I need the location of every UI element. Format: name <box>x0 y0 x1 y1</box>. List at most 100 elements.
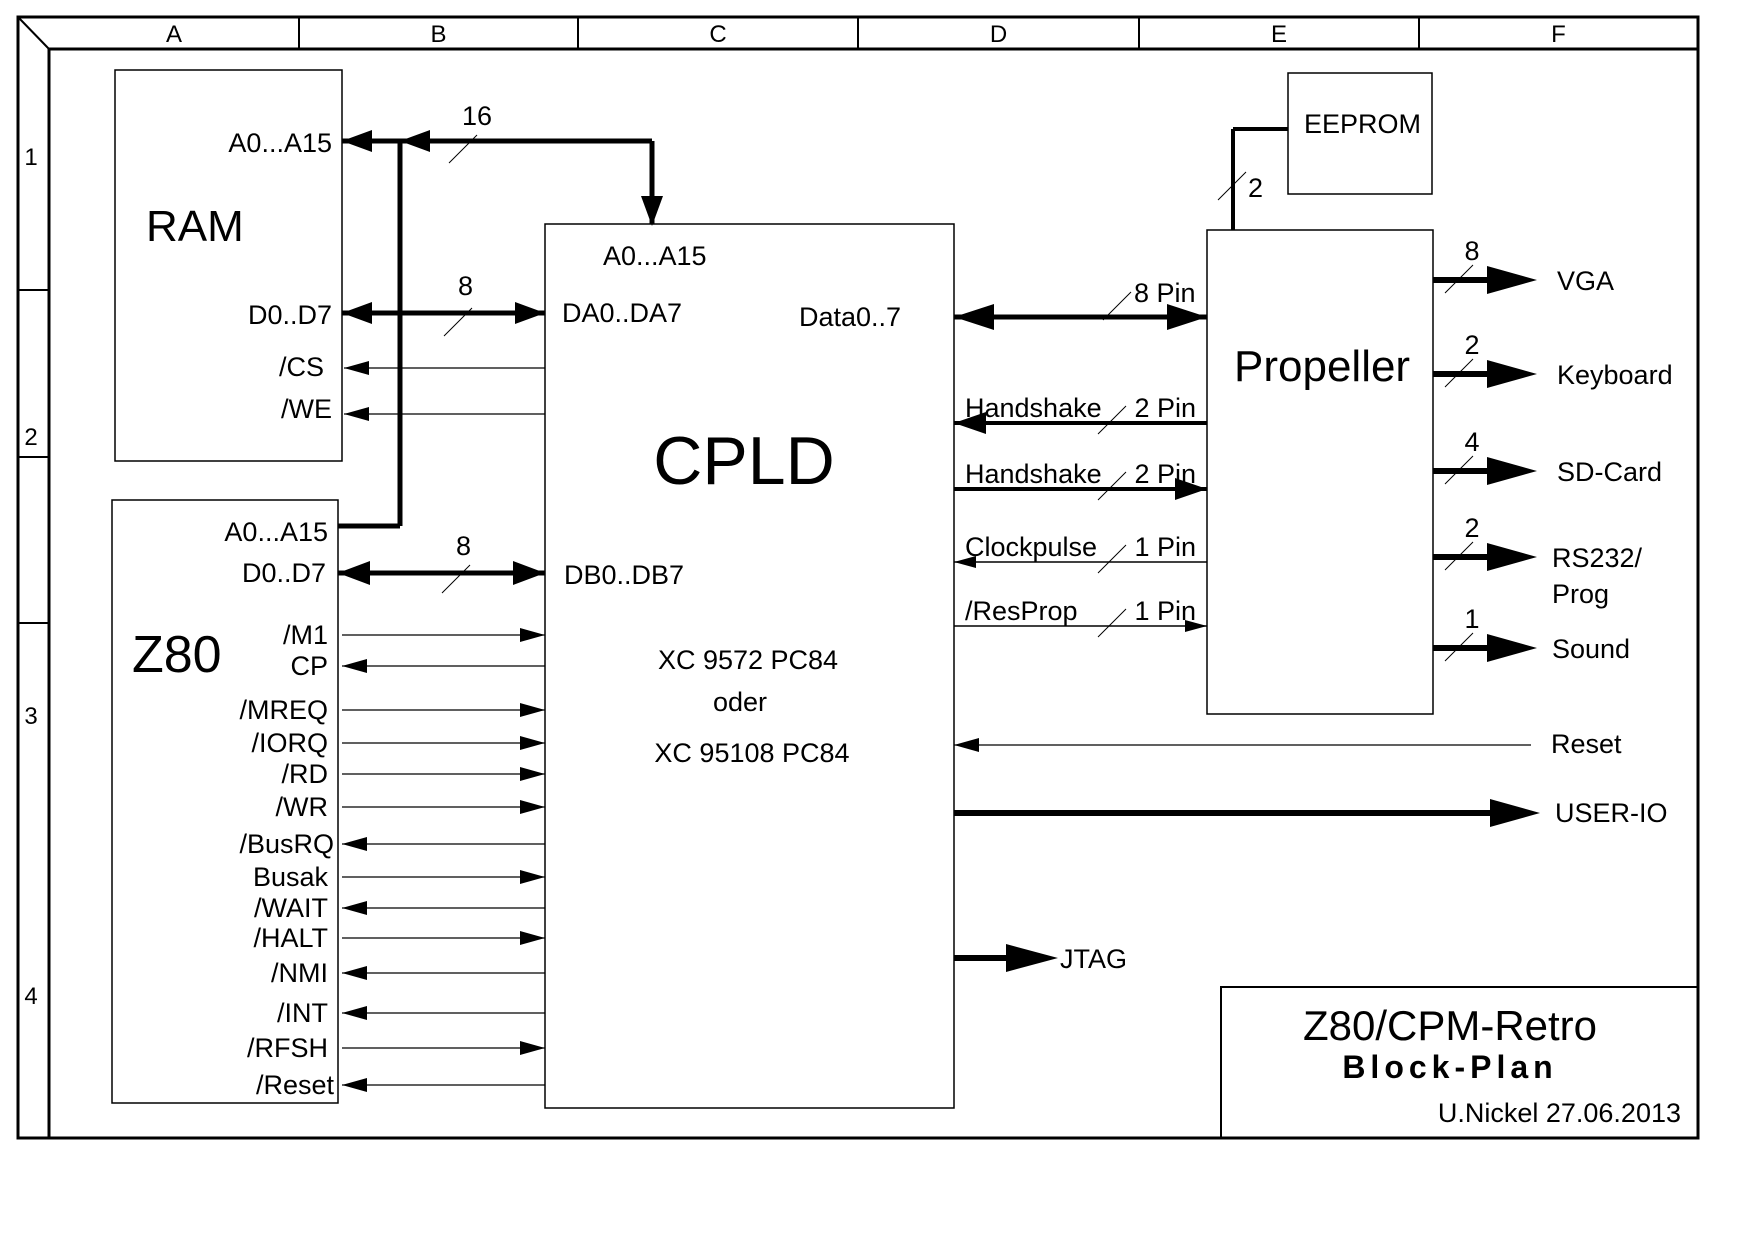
z80-signal-label: /M1 <box>283 620 328 650</box>
arrowhead-icon <box>513 561 545 585</box>
arrow-right-icon <box>1487 634 1537 662</box>
arrowhead-icon <box>400 130 430 152</box>
arrow-left-icon <box>342 901 367 915</box>
arrowhead-icon <box>1006 944 1058 972</box>
arrow-right-icon <box>520 931 545 945</box>
z80-pin-data: D0..D7 <box>242 558 326 588</box>
z80-signal-label: /NMI <box>271 958 328 988</box>
arrow-right-icon <box>1175 478 1207 500</box>
address-bus-width: 16 <box>462 101 492 131</box>
bus-slash-mark <box>1444 541 1474 571</box>
cpld-pin-data: Data0..7 <box>799 302 901 332</box>
arrow-right-icon <box>520 1041 545 1055</box>
arrowhead-icon <box>338 561 370 585</box>
z80-signal-label: /WAIT <box>254 893 328 923</box>
column-label: D <box>990 21 1007 48</box>
bus-slash-mark <box>1444 455 1474 485</box>
z80-signal-label: /MREQ <box>239 695 328 725</box>
cpld-part-1: XC 9572 PC84 <box>658 645 838 675</box>
z80-title: Z80 <box>132 626 222 684</box>
z80-signal-label: /HALT <box>253 923 328 953</box>
arrowhead-icon <box>342 130 372 152</box>
ram-pin-data: D0..D7 <box>248 300 332 330</box>
z80-signal-label: /BusRQ <box>239 829 334 859</box>
arrowhead-icon <box>342 302 372 324</box>
output-bus-width: 4 <box>1464 427 1479 457</box>
cpld-pin-address: A0...A15 <box>603 241 707 271</box>
eeprom-block: EEPROM <box>1287 72 1433 195</box>
arrowhead-icon <box>344 361 369 375</box>
cpld-pin-db: DB0..DB7 <box>564 560 684 590</box>
bus-slash-mark <box>443 307 473 337</box>
arrow-left-icon <box>342 837 367 851</box>
ram-data-bus-width: 8 <box>458 271 473 301</box>
arrow-right-icon <box>520 703 545 717</box>
arrow-right-icon <box>520 800 545 814</box>
cpld-pin-da: DA0..DA7 <box>562 298 682 328</box>
z80-signal-label: /WR <box>276 792 328 822</box>
cpld-part-oder: oder <box>713 687 767 717</box>
cpld-part-2: XC 95108 PC84 <box>654 738 849 768</box>
column-label: C <box>709 21 726 48</box>
bus-slash-mark <box>1444 264 1474 294</box>
row-label: 4 <box>24 983 37 1010</box>
column-label: E <box>1271 21 1287 48</box>
arrow-right-icon <box>1487 266 1537 294</box>
output-bus-width: 8 <box>1464 236 1479 266</box>
propeller-block: Propeller <box>1206 229 1434 715</box>
link-pin-count: 2 Pin <box>1134 393 1196 423</box>
title-block-title: Z80/CPM-Retro <box>1303 1002 1597 1049</box>
column-label: F <box>1551 21 1566 48</box>
arrow-right-icon <box>520 767 545 781</box>
ram-pin-address: A0...A15 <box>228 128 332 158</box>
link-label: Handshake <box>965 393 1102 423</box>
bus-slash-mark <box>1444 358 1474 388</box>
row-label: 2 <box>24 424 37 451</box>
ram-pin-we: /WE <box>281 394 332 424</box>
ram-pin-cs: /CS <box>279 352 324 382</box>
bus-slash-mark <box>1217 171 1247 201</box>
arrow-left-icon <box>342 966 367 980</box>
z80-control-signals: /M1CP/MREQ/IORQ/RD/WR/BusRQBusak/WAIT/HA… <box>239 620 545 1100</box>
bus-slash-mark <box>1097 471 1127 501</box>
z80-data-bus-width: 8 <box>456 531 471 561</box>
prop-data-bus-label: 8 Pin <box>1134 278 1196 308</box>
bus-slash-mark <box>1444 632 1474 662</box>
link-pin-count: 1 Pin <box>1134 532 1196 562</box>
bus-slash-mark <box>1102 291 1132 321</box>
output-bus-width: 2 <box>1464 513 1479 543</box>
z80-signal-label: /Reset <box>256 1070 335 1100</box>
arrow-right-icon <box>520 870 545 884</box>
output-label: Prog <box>1552 579 1609 609</box>
arrowhead-icon <box>1167 304 1207 330</box>
output-bus-width: 2 <box>1464 330 1479 360</box>
ram-title: RAM <box>146 202 244 251</box>
arrow-right-icon <box>1185 620 1207 632</box>
arrow-left-icon <box>342 659 367 673</box>
title-block-subtitle: Block-Plan <box>1342 1049 1557 1085</box>
output-label: SD-Card <box>1557 457 1662 487</box>
bus-slash-mark <box>1097 608 1127 638</box>
propeller-title: Propeller <box>1234 342 1410 391</box>
z80-signal-label: /IORQ <box>251 728 328 758</box>
arrow-left-icon <box>342 1006 367 1020</box>
wiring <box>338 127 1540 972</box>
arrow-right-icon <box>1487 360 1537 388</box>
arrowhead-icon <box>1490 799 1540 827</box>
output-label: RS232/ <box>1552 543 1643 573</box>
output-label: Sound <box>1552 634 1630 664</box>
eeprom-title: EEPROM <box>1304 109 1421 139</box>
jtag-label: JTAG <box>1060 944 1127 974</box>
link-pin-count: 2 Pin <box>1134 459 1196 489</box>
cpld-block: CPLD A0...A15 DA0..DA7 Data0..7 DB0..DB7… <box>544 223 955 1109</box>
arrowhead-icon <box>954 738 979 752</box>
bus-slash-mark <box>1097 405 1127 435</box>
arrowhead-icon <box>641 196 663 226</box>
link-pin-count: 1 Pin <box>1134 596 1196 626</box>
arrowhead-icon <box>515 302 545 324</box>
arrow-left-icon <box>954 412 986 434</box>
